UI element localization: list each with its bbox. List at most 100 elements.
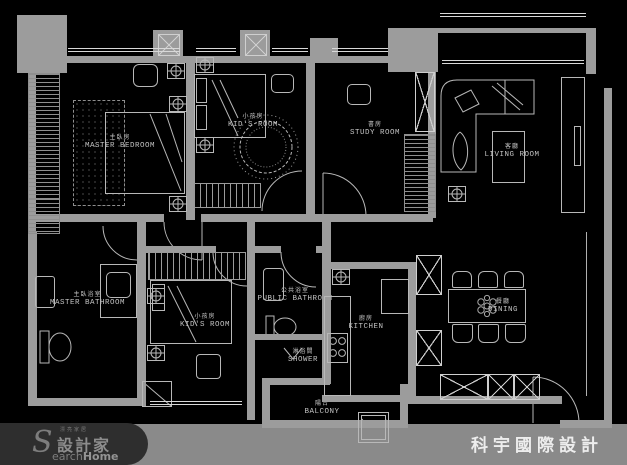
- vanity-basin: [106, 272, 131, 298]
- wall-segment: [436, 396, 562, 404]
- column-x-icon: [158, 34, 180, 56]
- shoe-cabinet-x-icon: [488, 374, 514, 400]
- wall-segment: [322, 222, 331, 384]
- column-x-icon: [245, 34, 267, 56]
- toilet-master-bath: [39, 330, 72, 364]
- window-blind-strip: [28, 198, 60, 234]
- ceiling-light-icon: [147, 345, 165, 361]
- dining-chair: [452, 324, 473, 343]
- wall-segment: [262, 420, 408, 428]
- searchhome-brand-zh: 設計家: [57, 436, 112, 455]
- dining-chair: [478, 324, 499, 343]
- shoe-cabinet-x-icon: [440, 374, 488, 400]
- chair-master: [133, 64, 158, 87]
- wall-segment: [331, 262, 408, 269]
- window-glass-line: [332, 48, 388, 52]
- door-arc-public-bathroom: [280, 251, 317, 288]
- vanity-master-bath: [100, 264, 137, 318]
- wardrobe-kids-top: [193, 183, 261, 208]
- pillow: [196, 78, 207, 103]
- kitchen-counter: [324, 296, 351, 396]
- wall-segment: [186, 60, 195, 220]
- wall-segment: [28, 232, 37, 406]
- searchhome-logo: S 漂亮家居 設計家 earchHome: [0, 423, 148, 465]
- bed-blanket-kids-bottom: [167, 285, 198, 343]
- wall-segment: [17, 15, 67, 73]
- wall-segment: [586, 28, 596, 74]
- wall-segment: [604, 232, 612, 428]
- wall-segment: [55, 56, 186, 63]
- window-glass-line: [196, 48, 236, 52]
- wall-segment: [28, 214, 164, 222]
- wall-segment: [28, 398, 146, 406]
- column-x-icon: [415, 72, 435, 132]
- washing-machine-drum: [361, 415, 386, 440]
- wall-segment: [388, 28, 438, 72]
- chair-study: [347, 84, 371, 105]
- sofa: [440, 79, 535, 173]
- wall-segment: [262, 384, 270, 428]
- wall-segment: [201, 214, 433, 222]
- door-arc-study-room: [322, 172, 367, 217]
- wall-segment: [247, 222, 255, 420]
- tv-panel: [574, 126, 581, 166]
- wall-segment: [186, 56, 313, 63]
- bay-window-diagonal: [142, 381, 172, 407]
- wall-segment: [262, 378, 330, 385]
- wall-segment: [255, 246, 281, 253]
- searchhome-s-glyph: S: [32, 425, 53, 460]
- ceiling-light-icon: [196, 57, 214, 73]
- flower-centerpiece: [477, 294, 497, 318]
- door-arc-master-bathroom: [102, 225, 138, 261]
- wall-segment: [255, 334, 325, 340]
- shower-tray: [35, 276, 55, 308]
- wall-segment: [306, 60, 315, 220]
- round-rug: [233, 114, 299, 180]
- ceiling-light-icon: [167, 63, 185, 79]
- wall-segment: [137, 222, 146, 406]
- foyer-wall-line: [586, 232, 588, 396]
- dining-chair: [478, 271, 498, 288]
- ceiling-light-icon: [169, 196, 187, 212]
- searchhome-brand-en: earchHome: [52, 450, 119, 463]
- window-glass-line: [68, 48, 180, 52]
- wall-segment: [408, 262, 416, 402]
- wall-segment: [604, 88, 612, 234]
- wall-segment: [322, 395, 416, 402]
- design-firm-watermark: 科宇國際設計: [471, 436, 603, 456]
- bed-master: [105, 112, 185, 194]
- desk-kids-bottom: [196, 354, 221, 379]
- wardrobe-kids-bottom: [148, 252, 246, 280]
- dining-chair: [505, 324, 526, 343]
- bed-blanket-kids-top: [211, 79, 239, 137]
- wall-segment: [310, 38, 338, 58]
- wall-segment: [313, 56, 391, 63]
- window-glass-line: [272, 48, 308, 52]
- shower-symbol: [283, 347, 303, 360]
- ceiling-light-icon: [332, 269, 350, 285]
- cabinet-study: [404, 134, 436, 212]
- door-arc-kids-room-top: [261, 170, 303, 212]
- washing-machine: [358, 412, 389, 443]
- stove: [327, 333, 348, 363]
- window-blind-strip: [28, 73, 60, 200]
- wall-segment: [408, 396, 438, 404]
- window-glass-line: [442, 60, 584, 64]
- fridge: [381, 279, 409, 314]
- dining-chair: [452, 271, 472, 288]
- sink-public-bath: [263, 268, 284, 301]
- wall-segment: [400, 384, 408, 428]
- wall-segment: [438, 28, 586, 33]
- window-glass-line: [150, 401, 242, 405]
- pillow: [196, 105, 207, 130]
- bed-kids-bottom: [150, 280, 232, 344]
- ceiling-light-icon: [448, 186, 466, 202]
- ceiling-light-icon: [147, 288, 165, 304]
- dining-chair: [504, 271, 524, 288]
- wall-segment: [560, 420, 612, 428]
- ceiling-light-icon: [169, 96, 187, 112]
- coffee-table: [492, 131, 525, 183]
- ceiling-light-icon: [196, 137, 214, 153]
